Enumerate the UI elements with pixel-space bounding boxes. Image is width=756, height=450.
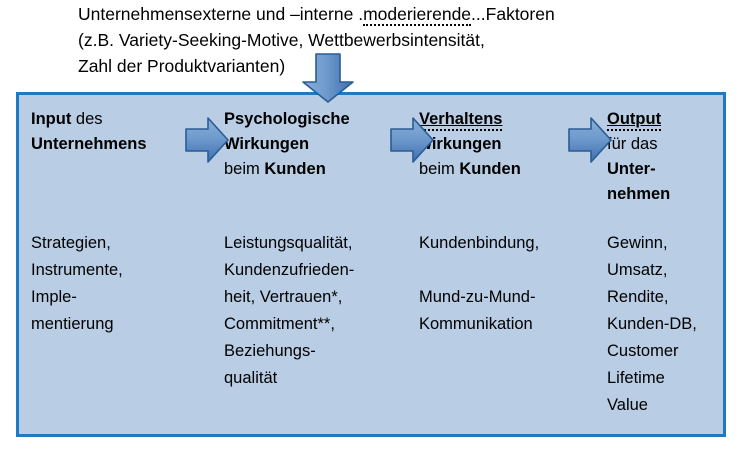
column-header-line: Psychologische [224,107,350,132]
body-line: Kundenbindung, [419,234,540,252]
body-line: Kundenzufrieden- [224,261,355,279]
body-line: Kunden-DB, [607,315,697,333]
caption-line-1: Unternehmensexterne und –interne .moderi… [78,1,738,27]
column-body-input: Strategien, Instrumente, Imple- mentieru… [31,230,123,338]
column-header-input: Input des Unternehmens [31,107,147,157]
caption-line-1-suffix: Faktoren [485,4,555,24]
column-body-output: Gewinn, Umsatz, Rendite, Kunden-DB, Cust… [607,230,697,419]
header-underlined-run: Verhaltens [419,110,503,131]
column-header-line: beim Kunden [419,157,521,182]
header-plain-run: für das [607,135,658,153]
diagram-caption: Unternehmensexterne und –interne .moderi… [78,1,738,79]
body-line: Beziehungs- [224,342,316,360]
body-line-spacer [419,257,539,284]
body-line: Value [607,396,648,414]
column-body-verhaltenswirkungen: Kundenbindung, Mund-zu-Mund- Kommunikati… [419,230,539,338]
header-bold-run: Input [31,110,72,128]
header-bold-run: Wirkungen [224,135,310,153]
body-line: Customer [607,342,679,360]
caption-blank-word: moderierende [363,4,472,26]
column-body-psychologische-wirkungen: Leistungsqualität, Kundenzufrieden- heit… [224,230,354,392]
header-bold-run: Unternehmens [31,135,147,153]
header-bold-run: nehmen [607,185,671,203]
body-line: Commitment**, [224,315,335,333]
caption-blank-trail-dots: ... [471,4,486,24]
column-header-line: wirkungen [419,132,521,157]
right-arrow-icon [185,117,229,163]
body-line: Instrumente, [31,261,123,279]
body-line: Imple- [31,288,77,306]
column-header-line: für das [607,132,670,157]
right-arrow-icon [568,117,612,163]
caption-line-2: (z.B. Variety-Seeking-Motive, Wettbewerb… [78,30,485,50]
body-line: mentierung [31,315,114,333]
caption-line-1-prefix: Unternehmensexterne und –interne [78,4,359,24]
column-header-line: nehmen [607,182,670,207]
header-bold-run: Psychologische [224,110,350,128]
caption-line-3: Zahl der Produktvarianten) [78,56,286,76]
body-line: Gewinn, [607,234,668,252]
column-header-output: Output für das Unter- nehmen [607,107,670,207]
down-arrow-icon [302,53,354,103]
column-header-line: Verhaltens [419,107,521,132]
header-underlined-run: Output [607,110,662,131]
column-header-line: Unter- [607,157,670,182]
body-line: Umsatz, [607,261,668,279]
body-line: Lifetime [607,369,665,387]
header-bold-run: Unter- [607,160,656,178]
body-line: Mund-zu-Mund- [419,288,536,306]
framework-panel: Input des Unternehmens Psychologische Wi… [16,92,726,437]
body-line: Leistungsqualität, [224,234,353,252]
header-plain-run: beim [224,160,265,178]
column-header-line: Output [607,107,670,132]
body-line: Strategien, [31,234,111,252]
column-header-line: Input des [31,107,147,132]
caption-blank-lead-dots: . [358,4,364,24]
header-bold-run: wirkungen [419,135,502,153]
column-header-line: Unternehmens [31,132,147,157]
body-line: Kommunikation [419,315,533,333]
body-line: heit, Vertrauen*, [224,288,343,306]
column-header-line: beim Kunden [224,157,350,182]
column-header-line: Wirkungen [224,132,350,157]
body-line: qualität [224,369,278,387]
header-plain-run: beim [419,160,460,178]
header-bold-run: Kunden [264,160,326,178]
body-line: Rendite, [607,288,669,306]
header-bold-run: Kunden [459,160,521,178]
column-header-verhaltenswirkungen: Verhaltens wirkungen beim Kunden [419,107,521,182]
header-plain-run: des [71,110,103,128]
right-arrow-icon [390,117,434,163]
column-header-psychologische-wirkungen: Psychologische Wirkungen beim Kunden [224,107,350,182]
